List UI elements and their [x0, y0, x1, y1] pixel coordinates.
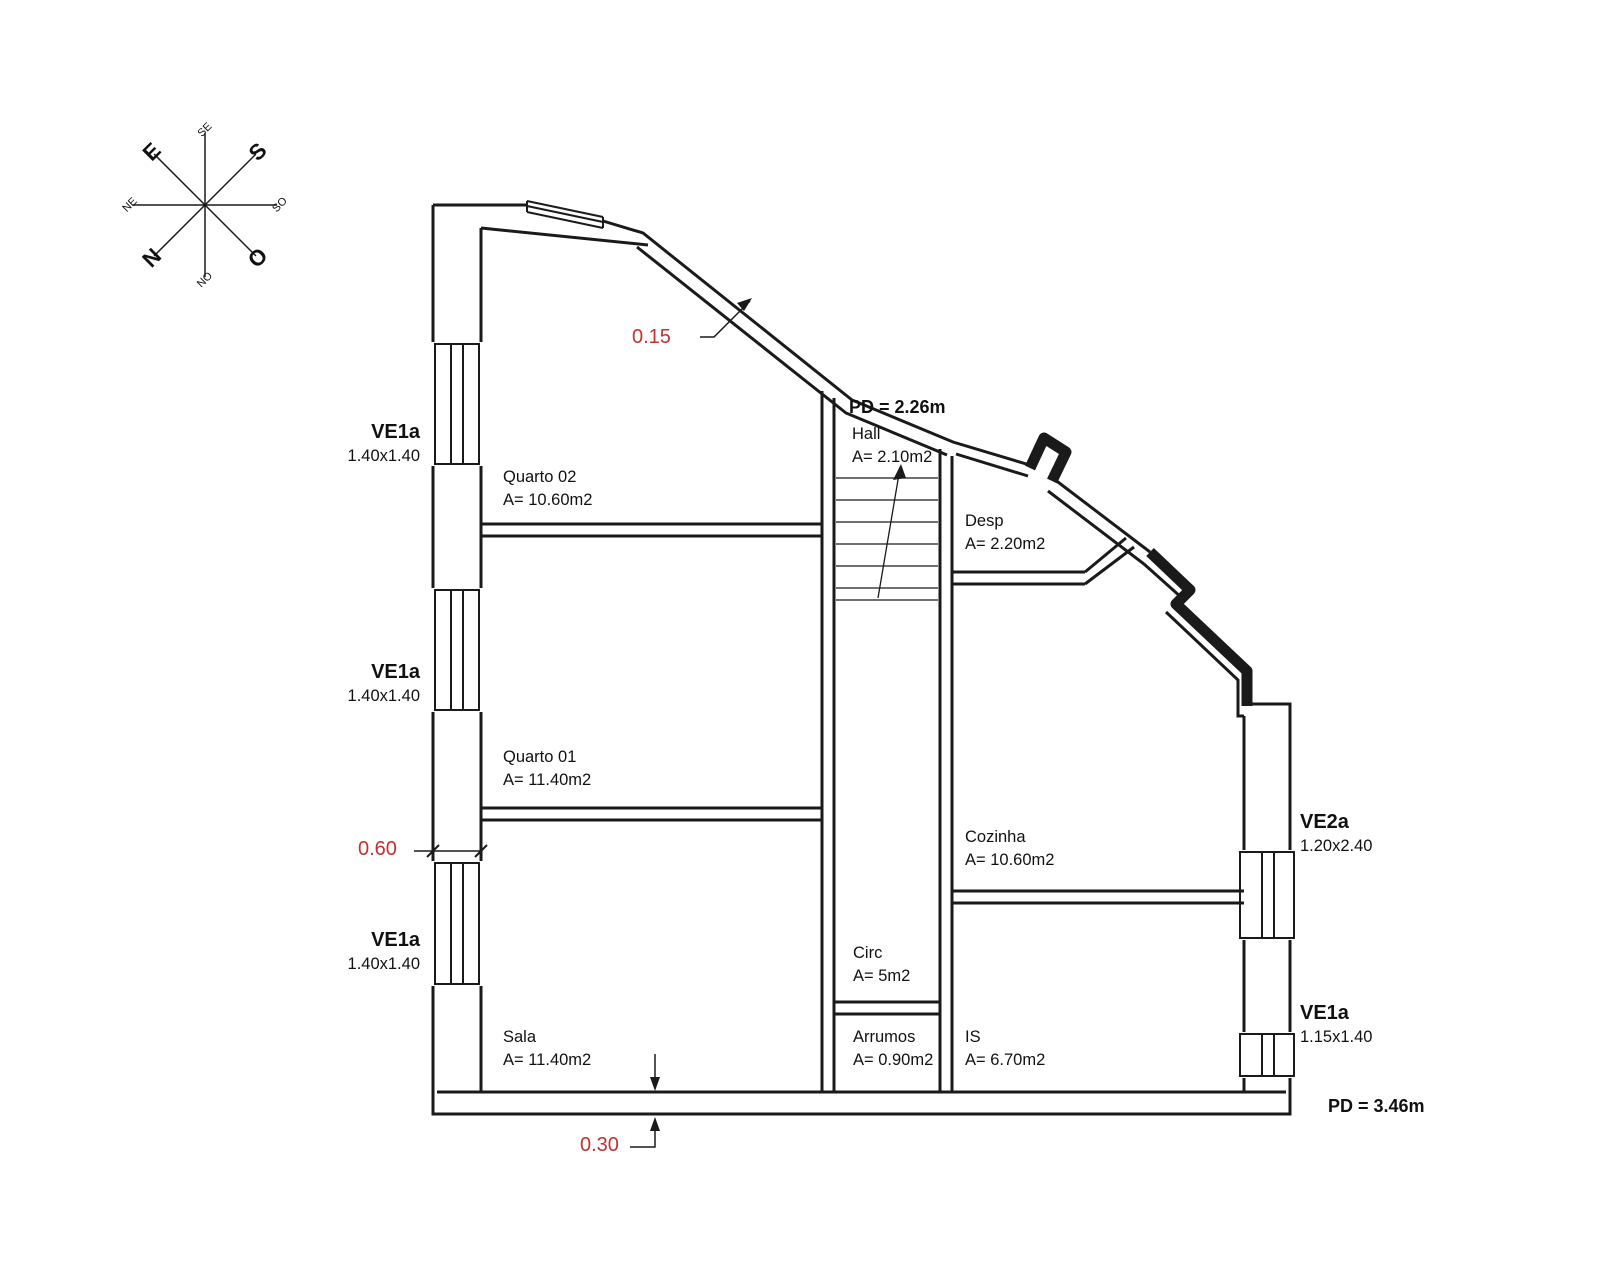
room-label-sala: Sala A= 11.40m2: [503, 1026, 591, 1072]
room-label-hall: Hall A= 2.10m2: [852, 423, 932, 469]
room-area: A= 2.20m2: [965, 535, 1046, 553]
window-right-ve1a-icon: [1239, 1033, 1295, 1077]
room-area: A= 11.40m2: [503, 771, 592, 789]
room-name: IS: [965, 1028, 981, 1046]
window-label-ve2a-right: VE2a 1.20x2.40: [1300, 810, 1372, 857]
window-right-ve2a-icon: [1239, 851, 1295, 939]
room-name: Cozinha: [965, 828, 1026, 846]
room-area: A= 5m2: [853, 967, 911, 985]
room-name: Desp: [965, 512, 1004, 530]
window-left-3-icon: [434, 862, 480, 985]
room-area: A= 6.70m2: [965, 1051, 1046, 1069]
window-size: 1.40x1.40: [347, 447, 420, 465]
room-label-is: IS A= 6.70m2: [965, 1026, 1045, 1072]
room-name: Sala: [503, 1028, 537, 1046]
room-area: A= 2.10m2: [852, 448, 933, 466]
room-area: A= 11.40m2: [503, 1051, 592, 1069]
dimension-lines: [414, 298, 752, 1148]
window-label-ve1a-left-2: VE1a 1.40x1.40: [348, 660, 420, 707]
room-area: A= 10.60m2: [503, 491, 593, 509]
window-top-icon: [526, 200, 604, 229]
window-size: 1.40x1.40: [347, 955, 420, 973]
room-name: Circ: [853, 944, 883, 962]
exterior-wall-outline: [431, 203, 1292, 1116]
room-area: A= 0.90m2: [853, 1051, 934, 1069]
dim-left-wall-thickness: 0.60: [358, 838, 397, 860]
dim-bottom-wall-thickness: 0.30: [580, 1134, 619, 1156]
window-code: VE1a: [1300, 1002, 1349, 1024]
window-label-ve1a-left-1: VE1a 1.40x1.40: [348, 420, 420, 467]
window-code: VE1a: [371, 661, 420, 683]
ceiling-height-hall: PD = 2.26m: [849, 397, 946, 417]
room-label-quarto-01: Quarto 01 A= 11.40m2: [503, 746, 591, 792]
room-name: Hall: [852, 425, 881, 443]
room-label-quarto-02: Quarto 02 A= 10.60m2: [503, 466, 592, 512]
room-name: Quarto 02: [503, 468, 577, 486]
compass-rose-icon: [132, 132, 278, 278]
room-name: Quarto 01: [503, 748, 577, 766]
window-left-2-icon: [434, 589, 480, 711]
window-left-1-icon: [434, 343, 480, 465]
room-area: A= 10.60m2: [965, 851, 1055, 869]
window-size: 1.15x1.40: [1300, 1028, 1373, 1046]
dim-top-wall-thickness: 0.15: [632, 326, 671, 348]
exterior-wall-inner-faces: [437, 226, 1286, 1094]
window-size: 1.40x1.40: [347, 687, 420, 705]
room-label-circ: Circ A= 5m2: [853, 942, 910, 988]
interior-partition-walls: [481, 391, 1244, 1092]
ceiling-height-main: PD = 3.46m: [1328, 1096, 1425, 1116]
window-code: VE2a: [1300, 811, 1349, 833]
room-name: Arrumos: [853, 1028, 916, 1046]
window-code: VE1a: [371, 421, 420, 443]
room-label-arrumos: Arrumos A= 0.90m2: [853, 1026, 933, 1072]
window-symbols: [434, 200, 1295, 1077]
window-size: 1.20x2.40: [1300, 837, 1373, 855]
stairs-icon: [836, 464, 938, 601]
window-label-ve1a-right: VE1a 1.15x1.40: [1300, 1001, 1372, 1048]
window-label-ve1a-left-3: VE1a 1.40x1.40: [348, 928, 420, 975]
exterior-wall-notch: [1025, 432, 1253, 706]
window-code: VE1a: [371, 929, 420, 951]
room-label-cozinha: Cozinha A= 10.60m2: [965, 826, 1054, 872]
room-label-desp: Desp A= 2.20m2: [965, 510, 1045, 556]
